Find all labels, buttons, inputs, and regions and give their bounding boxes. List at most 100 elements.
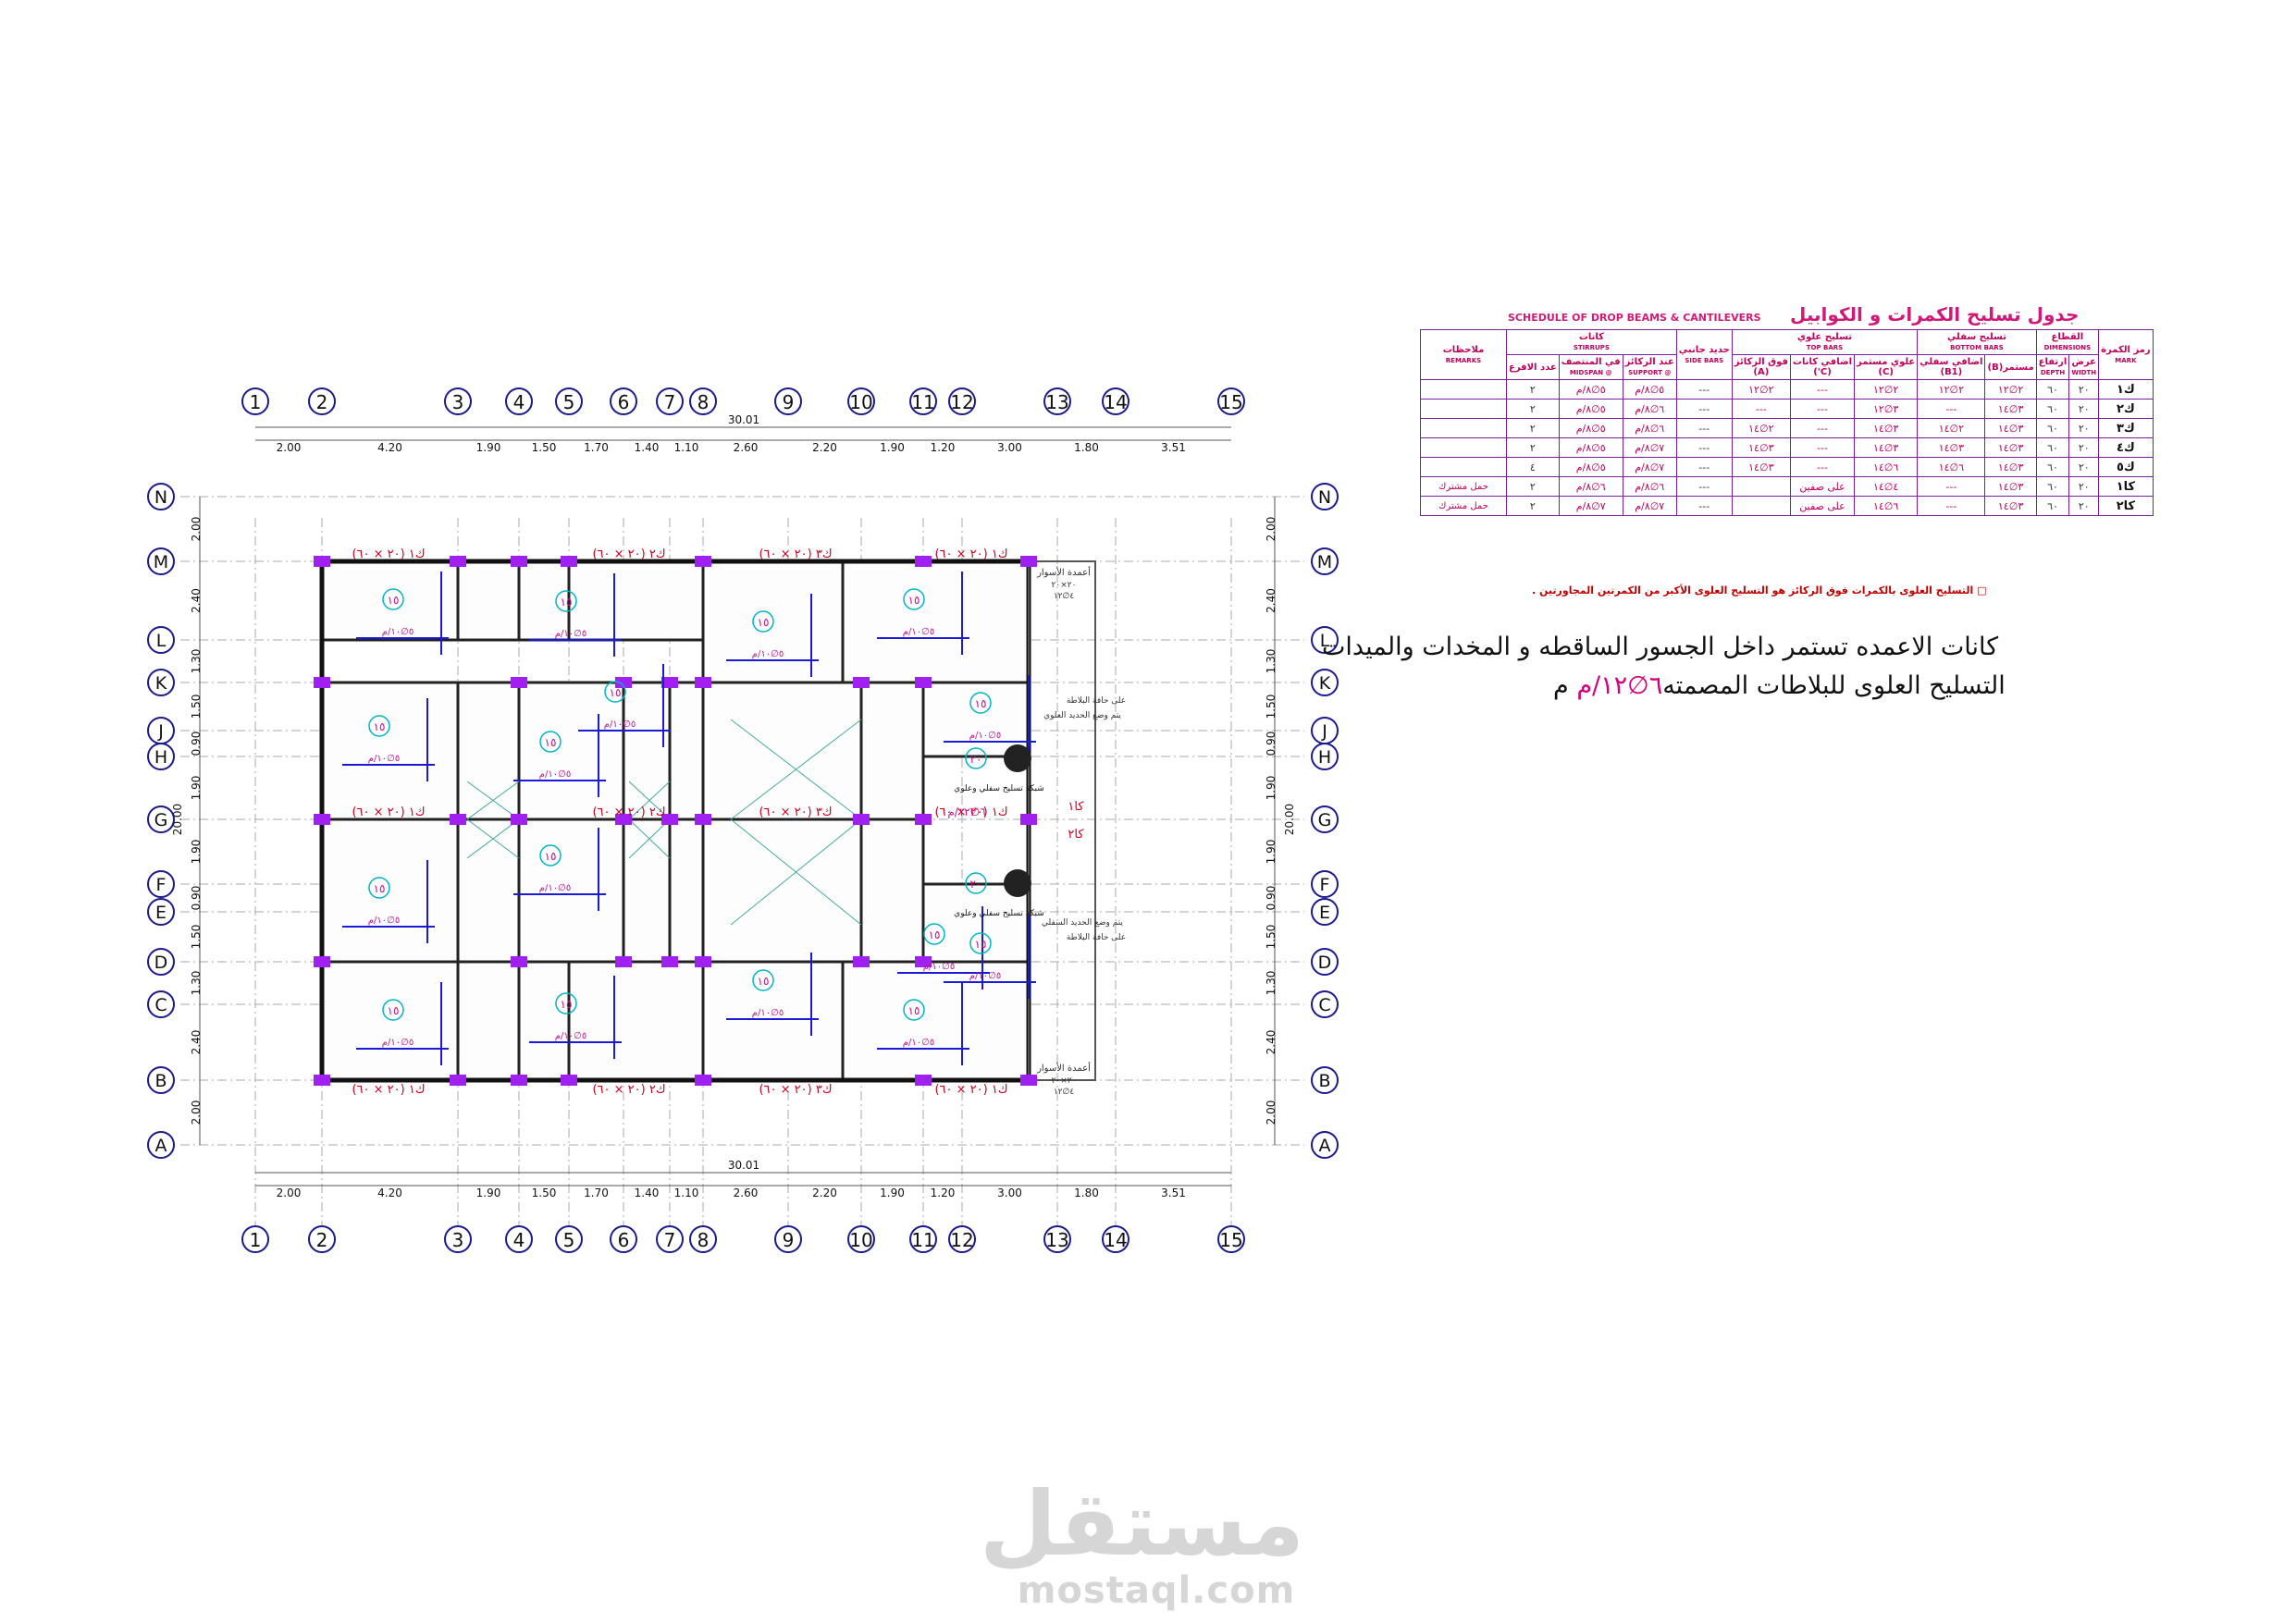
schedule-cell-b: ٣∅١٤ <box>1984 418 2037 438</box>
column-block <box>561 1075 577 1086</box>
slab-panel <box>456 818 521 964</box>
grid-bubble-row <box>147 990 175 1018</box>
grid-bubble-col <box>444 1225 472 1253</box>
slab-thickness-circle <box>555 590 577 612</box>
stair-mesh-note: شبكة تسليح سفلي وعلوي <box>954 909 1044 918</box>
grid-bubble-col <box>1102 1225 1129 1253</box>
dimension-value: 2.00 <box>1265 517 1278 542</box>
slab-bar-label: ٥∅١٠/م <box>368 916 400 926</box>
grid-bubble-col-label: 8 <box>697 391 710 413</box>
grid-bubble-col <box>505 387 533 415</box>
schedule-cell-rem <box>1420 379 1507 400</box>
column-block <box>450 1075 466 1086</box>
schedule-cell-d: ٦٠ <box>2035 399 2070 419</box>
dimension-value: 1.90 <box>476 1187 501 1199</box>
grid-bubble-row <box>147 669 175 696</box>
dimension-value: 1.90 <box>1265 776 1278 801</box>
grid-bubble-col <box>847 1225 875 1253</box>
grid-bubble-col <box>555 387 583 415</box>
schedule-header-branches: عدد الافرع <box>1506 354 1560 380</box>
schedule-title-arabic: جدول تسليح الكمرات و الكوابيل <box>1790 303 2080 326</box>
dimension-value: 2.00 <box>1265 1100 1278 1125</box>
schedule-cell-b: ٣∅١٤ <box>1984 437 2037 458</box>
grid-bubble-row <box>147 717 175 744</box>
column-block <box>450 556 466 567</box>
slab-panel <box>841 559 1031 684</box>
schedule-cell-b1: --- <box>1917 476 1986 497</box>
stair-bar-label: ٦∅١٢/م <box>947 805 985 818</box>
grid-bubble-col-label: 1 <box>250 391 262 413</box>
grid-bubble-row <box>147 1066 175 1094</box>
column-block <box>450 814 466 825</box>
slab-edge-note: يتم وضع الحديد العلوي <box>1043 711 1121 720</box>
grid-bubble-col-label: 9 <box>783 391 795 413</box>
column-block <box>314 677 330 688</box>
schedule-cell-sup: ٦∅٨/م <box>1622 418 1677 438</box>
schedule-cell-side: --- <box>1675 476 1733 497</box>
schedule-cell-br: ٢ <box>1506 496 1560 516</box>
dimension-value: 1.70 <box>584 441 609 454</box>
schedule-cell-d: ٦٠ <box>2035 379 2070 400</box>
slab-thickness-label: ١٥ <box>374 720 386 733</box>
dimension-value: 2.40 <box>190 1030 203 1055</box>
column-block <box>853 677 870 688</box>
column-block <box>853 956 870 967</box>
slab-panel <box>859 818 925 964</box>
grid-bubble-col <box>241 387 269 415</box>
dimension-value: 1.10 <box>674 1187 699 1199</box>
grid-bubble-row-label: M <box>1317 552 1332 572</box>
slab-bar-label: ٥∅١٠/م <box>539 769 571 780</box>
schedule-cell-a <box>1731 476 1791 497</box>
grid-bubble-row <box>147 805 175 833</box>
beam-label: ك٢ (٢٠ × ٦٠) <box>592 805 665 819</box>
slab-bar-label: ٥∅١٠/م <box>752 1008 784 1018</box>
grid-bubble-row-label: J <box>157 721 164 742</box>
slab-panel <box>517 960 571 1082</box>
dimension-value: 1.90 <box>1265 840 1278 865</box>
slab-thickness-circle <box>368 715 390 737</box>
dimension-value: 1.90 <box>190 776 203 801</box>
dimension-value: 1.40 <box>635 441 660 454</box>
dimension-value: 4.20 <box>377 1187 402 1199</box>
dimension-value: 1.90 <box>880 441 905 454</box>
slab-thickness-circle <box>752 610 774 633</box>
grid-bubble-col-label: 11 <box>911 1229 934 1251</box>
schedule-cell-c2: --- <box>1789 399 1856 419</box>
schedule-header-support: عند الركائز@ SUPPORT <box>1622 354 1677 380</box>
slab-panel <box>567 960 705 1082</box>
schedule-cell-side: --- <box>1675 379 1733 400</box>
grid-bubble-col <box>1217 1225 1245 1253</box>
slab-bar-label: ٥∅١٠/م <box>969 971 1001 981</box>
column-block <box>1020 556 1037 567</box>
slab-panel <box>701 818 863 964</box>
slab-panel <box>320 818 460 964</box>
column-block <box>511 556 527 567</box>
slab-panel <box>921 681 1031 758</box>
schedule-cell-b1: ٦∅١٤ <box>1917 457 1986 477</box>
dimension-value: 1.50 <box>190 925 203 950</box>
schedule-cell-d: ٦٠ <box>2035 418 2070 438</box>
slab-bar-label: ٥∅١٠/م <box>539 883 571 893</box>
slab-bar-label: ٥∅١٠/م <box>752 649 784 659</box>
column-block <box>915 1075 932 1086</box>
slab-thickness-label: ١٥ <box>908 1004 920 1017</box>
note-top-reinforcement: التسليح العلوى للبلاطات المصمته٦∅١٢/م م <box>1553 671 2006 700</box>
schedule-cell-sup: ٧∅٨/م <box>1622 457 1677 477</box>
slab-panel <box>517 681 625 821</box>
dimension-value: 1.30 <box>1265 971 1278 996</box>
slab-panel <box>668 818 705 964</box>
grid-bubble-col-label: 10 <box>849 1229 872 1251</box>
dimension-value: 1.20 <box>931 441 956 454</box>
grid-bubble-col <box>610 387 637 415</box>
dimension-value: 2.00 <box>277 1187 302 1199</box>
slab-panel <box>701 681 863 821</box>
slab-panel <box>567 559 705 642</box>
dimension-total: 20.00 <box>171 804 184 835</box>
dimension-value: 1.50 <box>1265 695 1278 719</box>
schedule-cell-mid: ٥∅٨/م <box>1558 399 1623 419</box>
